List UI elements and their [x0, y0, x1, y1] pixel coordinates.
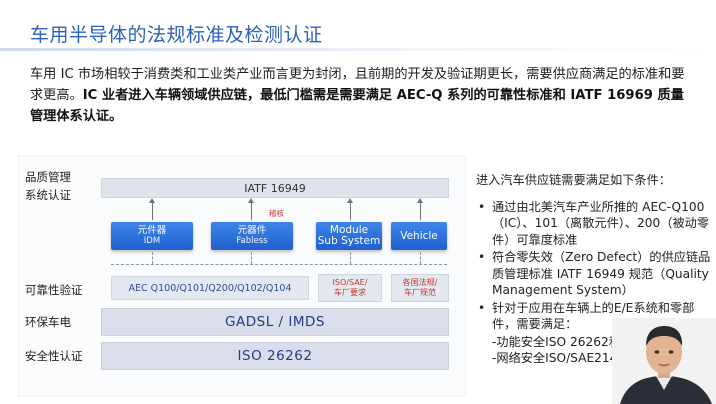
list-item: 针对于应用在车辆上的E/E系统和零部件，需要满足： — [476, 300, 716, 333]
arrow-up-1 — [149, 198, 155, 220]
sub-line-functional-safety: -功能安全ISO 26262和 — [492, 334, 621, 349]
box-module: Module Sub System — [316, 222, 382, 250]
intro-paragraph: 车用 IC 市场相较于消费类和工业类产业而言更为封闭，且前期的开发及验证期更长，… — [30, 64, 690, 127]
box-fabless: 元器件 Fabless — [211, 222, 293, 250]
presenter-avatar-icon — [612, 318, 716, 404]
dashed-down-4 — [420, 252, 421, 264]
dashed-down-2 — [251, 252, 252, 264]
gadsl-band: GADSL / IMDS — [101, 308, 449, 336]
box-vehicle: Vehicle — [391, 222, 447, 250]
arrow-up-3 — [347, 198, 353, 220]
row-label-quality: 品质管理 系统认证 — [25, 170, 71, 202]
row-label-reliability: 可靠性验证 — [25, 283, 83, 297]
requirements-list: 通过由北美汽车产业所推的 AEC-Q100（IC）、101（离散元件）、200（… — [476, 199, 716, 333]
row-label-environment: 环保车电 — [25, 315, 71, 329]
regulation-box: 各国法规/ 车厂规范 — [391, 274, 449, 302]
box-idm: 元件器 IDM — [111, 222, 193, 250]
box-fabless-label: 元器件 — [237, 225, 267, 236]
arrow-up-2 — [248, 198, 254, 220]
intro-normal-text: 车用 IC 市场相较于消费类和工业类产业而言更为封闭，且前期的开发及验证期更长，… — [30, 67, 685, 103]
list-item: 通过由北美汽车产业所推的 AEC-Q100（IC）、101（离散元件）、200（… — [476, 199, 716, 249]
list-item: 符合零失效（Zero Defect）的供应链品质管理标准 IATF 16949 … — [476, 249, 716, 299]
box-idm-label: 元件器 — [137, 225, 167, 236]
certification-diagram: 品质管理 系统认证 可靠性验证 环保车电 安全性认证 IATF 16949 稽核… — [18, 155, 466, 397]
title-divider — [0, 48, 716, 51]
slide-title: 车用半导体的法规标准及检测认证 — [30, 24, 323, 46]
audit-note: 稽核 — [269, 209, 284, 218]
box-idm-sub: IDM — [143, 236, 161, 246]
intro-bold-text: IC 业者进入车辆领域供应链，最低门槛需是需要满足 AEC-Q 系列的可靠性标准… — [30, 88, 684, 124]
presenter-video — [612, 318, 716, 404]
iso-sae-box: ISO/SAE/ 车厂要求 — [318, 274, 382, 302]
requirements-heading: 进入汽车供应链需要满足如下条件： — [476, 173, 671, 187]
dashed-connector — [111, 264, 447, 265]
iso26262-band: ISO 26262 — [101, 342, 449, 370]
dashed-down-1 — [152, 252, 153, 264]
aec-band: AEC Q100/Q101/Q200/Q102/Q104 — [111, 276, 309, 300]
iatf-band: IATF 16949 — [101, 178, 449, 198]
arrow-up-4 — [417, 198, 423, 220]
box-fabless-sub: Fabless — [236, 236, 268, 246]
row-label-safety: 安全性认证 — [25, 349, 83, 363]
dashed-down-3 — [350, 252, 351, 264]
